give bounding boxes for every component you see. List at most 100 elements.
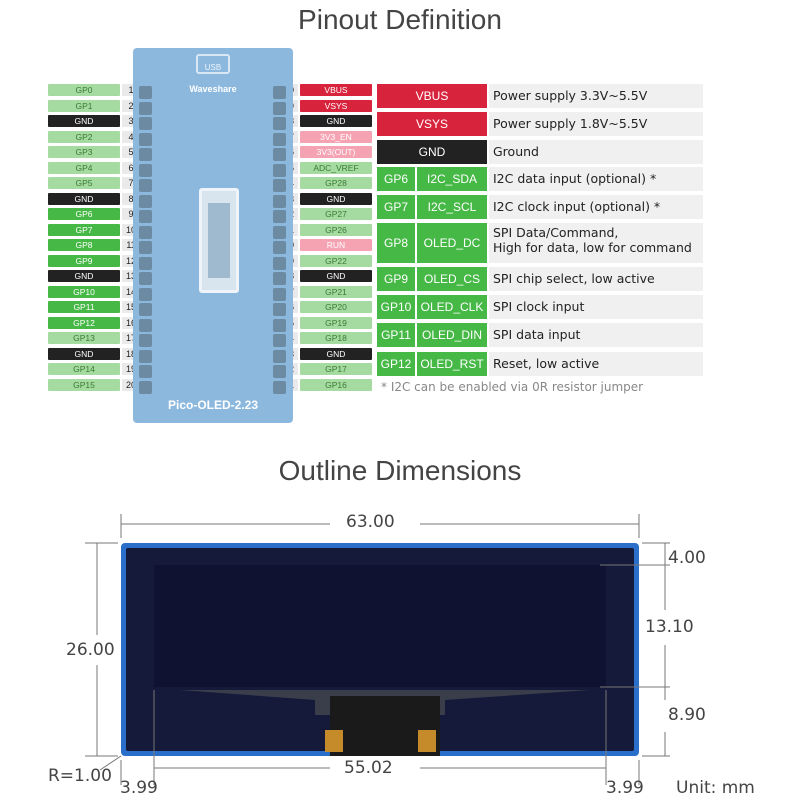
pin-label: GP16 xyxy=(300,378,372,391)
unit-label: Unit: mm xyxy=(676,778,755,798)
pin-label: GP15 xyxy=(48,378,120,391)
desc-text: SPI chip select, low active xyxy=(489,267,703,291)
pin-hole xyxy=(139,179,152,192)
desc-pin-name: GP8 xyxy=(377,223,415,263)
pin-label: GND xyxy=(300,115,372,127)
pin-label: GND xyxy=(48,270,120,282)
dim-right-margin-value: 3.99 xyxy=(606,778,644,798)
desc-text-line: Power supply 3.3V~5.5V xyxy=(493,88,648,103)
dim-line-height xyxy=(85,542,118,757)
pin-hole xyxy=(273,117,286,130)
dim-height-value: 26.00 xyxy=(66,640,115,660)
pin-hole xyxy=(139,86,152,99)
pin-label: ADC_VREF xyxy=(300,161,372,174)
pin-label: GND xyxy=(48,115,120,127)
dim-line-width xyxy=(120,514,640,538)
pin-hole xyxy=(273,210,286,223)
pin-label: GND xyxy=(48,192,120,205)
desc-pin-function: I2C_SDA xyxy=(417,167,487,191)
dim-top-margin-value: 4.00 xyxy=(668,548,706,568)
pin-hole xyxy=(273,256,286,270)
pin-hole xyxy=(273,101,286,115)
pin-label: GND xyxy=(300,192,372,205)
dim-inner-width-value: 55.02 xyxy=(344,758,393,778)
pin-label: GP2 xyxy=(48,130,120,143)
desc-pin-name: GP10 xyxy=(377,295,415,319)
pin-hole xyxy=(139,365,152,378)
pin-hole xyxy=(273,318,286,332)
desc-text-line: I2C data input (optional) * xyxy=(493,171,657,186)
pin-label: 3V3_EN xyxy=(300,130,372,143)
pin-label: GP18 xyxy=(300,332,372,344)
desc-text-line: Reset, low active xyxy=(493,356,600,371)
pin-label: 3V3(OUT) xyxy=(300,146,372,158)
desc-text-line: SPI clock input xyxy=(493,299,585,314)
pin-label: GP7 xyxy=(48,223,120,236)
dim-active-height-value: 13.10 xyxy=(645,617,694,637)
pin-hole xyxy=(273,303,286,316)
pin-label: GP11 xyxy=(48,301,120,313)
pin-hole xyxy=(273,194,286,208)
board-brand: Waveshare xyxy=(189,84,237,94)
board-name: Pico-OLED-2.23 xyxy=(167,398,259,412)
dim-width-value: 63.00 xyxy=(346,512,395,532)
pin-label: GP10 xyxy=(48,285,120,298)
flex-contact-left xyxy=(325,730,343,752)
desc-text-line: SPI Data/Command, xyxy=(493,225,619,240)
pin-hole xyxy=(273,225,286,239)
pin-hole xyxy=(273,132,286,146)
desc-pin-function: OLED_RST xyxy=(417,352,487,376)
pinout-title: Pinout Definition xyxy=(298,4,502,35)
fpc-connector-slot xyxy=(208,203,230,278)
pin-hole xyxy=(139,272,152,285)
pin-hole xyxy=(273,349,286,363)
pin-hole xyxy=(139,210,152,223)
pin-hole xyxy=(273,241,286,254)
desc-pin-name: GP12 xyxy=(377,352,415,376)
desc-text: I2C clock input (optional) * xyxy=(489,195,703,219)
desc-pin-name: GP11 xyxy=(377,323,415,347)
pin-label: GP5 xyxy=(48,177,120,189)
pin-label: GP1 xyxy=(48,99,120,112)
pin-hole xyxy=(139,117,152,130)
dim-bottom-margin-value: 8.90 xyxy=(668,705,706,725)
pin-label: GP9 xyxy=(48,254,120,267)
pin-label: GND xyxy=(300,270,372,282)
desc-pin-function: OLED_DC xyxy=(417,223,487,263)
pin-hole xyxy=(139,163,152,177)
desc-pin-function: OLED_CLK xyxy=(417,295,487,319)
pin-label: GP19 xyxy=(300,316,372,329)
pin-hole xyxy=(273,365,286,378)
desc-text-line: SPI data input xyxy=(493,327,581,342)
pin-label: GP20 xyxy=(300,301,372,313)
pin-hole xyxy=(139,303,152,316)
pin-hole xyxy=(139,225,152,239)
pin-label: GP12 xyxy=(48,316,120,329)
pin-label: VBUS xyxy=(300,84,372,96)
pin-label: GP26 xyxy=(300,223,372,236)
desc-pin-name: VSYS xyxy=(377,112,487,136)
dimensions-title: Outline Dimensions xyxy=(278,455,522,486)
desc-pin-name: GP9 xyxy=(377,267,415,291)
pin-hole xyxy=(139,380,152,394)
desc-pin-function: I2C_SCL xyxy=(417,195,487,219)
dim-left-margin-value: 3.99 xyxy=(120,778,158,798)
desc-pin-name: GND xyxy=(377,140,487,164)
pin-hole xyxy=(273,272,286,285)
pin-hole xyxy=(273,148,286,161)
pin-hole xyxy=(139,241,152,254)
pin-label: GND xyxy=(300,347,372,360)
pin-hole xyxy=(273,287,286,301)
pin-label: GP27 xyxy=(300,208,372,220)
dim-line-inner-width xyxy=(99,690,640,785)
desc-text-line: I2C clock input (optional) * xyxy=(493,199,661,214)
pin-label: GP14 xyxy=(48,363,120,375)
pin-label: GP6 xyxy=(48,208,120,220)
desc-text: SPI data input xyxy=(489,323,703,347)
pin-label: GP21 xyxy=(300,285,372,298)
